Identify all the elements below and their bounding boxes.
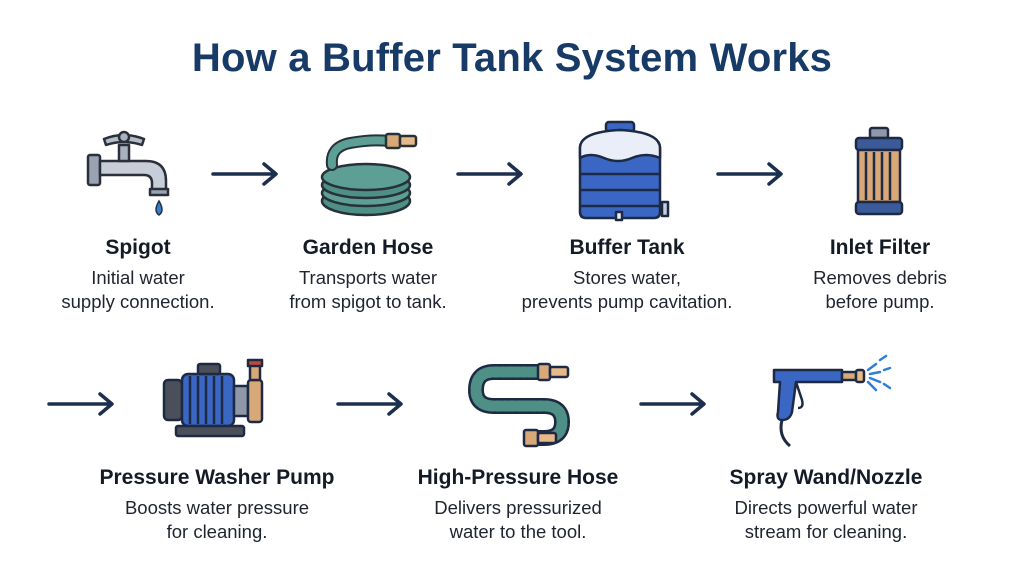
pump-icon [162, 358, 264, 438]
inlet-filter-icon [854, 126, 904, 216]
step-title: Spray Wand/Nozzle [729, 466, 923, 489]
step-desc-line: prevents pump cavitation. [521, 291, 733, 312]
step-title: Spigot [105, 236, 171, 259]
arrow-icon [456, 162, 523, 186]
step-desc-line: Transports water [298, 267, 438, 288]
arrow-icon [716, 162, 783, 186]
arrow-icon [639, 392, 706, 416]
arrow-icon [336, 392, 403, 416]
buffer-tank-icon [578, 120, 670, 222]
page-title: How a Buffer Tank System Works [191, 36, 833, 80]
step-title: Pressure Washer Pump [99, 466, 335, 489]
step-desc-line: Stores water, [573, 267, 681, 288]
step-desc-line: Boosts water pressure [124, 497, 310, 518]
step-title: Garden Hose [302, 236, 434, 259]
step-description: Boosts water pressure for cleaning. [72, 496, 362, 544]
step-description: Directs powerful water stream for cleani… [688, 496, 964, 544]
garden-hose-icon [320, 132, 418, 217]
step-desc-line: supply connection. [61, 291, 215, 312]
step-desc-line: for cleaning. [166, 521, 268, 542]
step-description: Delivers pressurized water to the tool. [378, 496, 658, 544]
step-description: Removes debris before pump. [770, 266, 990, 314]
step-title: Buffer Tank [569, 236, 685, 259]
step-title: Inlet Filter [829, 236, 931, 259]
spray-wand-icon [772, 354, 892, 448]
step-inlet-filter: Inlet Filter Removes debris before pump. [770, 236, 990, 314]
arrow-icon [47, 392, 114, 416]
step-spray-wand-nozzle: Spray Wand/Nozzle Directs powerful water… [688, 466, 964, 544]
step-desc-line: Directs powerful water [734, 497, 918, 518]
step-desc-line: Removes debris [813, 267, 947, 288]
step-desc-line: before pump. [825, 291, 935, 312]
step-desc-line: stream for cleaning. [744, 521, 908, 542]
step-spigot: Spigot Initial water supply connection. [18, 236, 258, 314]
step-desc-line: from spigot to tank. [289, 291, 447, 312]
step-desc-line: Delivers pressurized [434, 497, 602, 518]
step-title: High-Pressure Hose [417, 466, 619, 489]
step-buffer-tank: Buffer Tank Stores water, prevents pump … [487, 236, 767, 314]
step-pressure-washer-pump: Pressure Washer Pump Boosts water pressu… [72, 466, 362, 544]
arrow-icon [211, 162, 278, 186]
step-desc-line: water to the tool. [449, 521, 587, 542]
step-desc-line: Initial water [91, 267, 185, 288]
step-description: Transports water from spigot to tank. [248, 266, 488, 314]
step-high-pressure-hose: High-Pressure Hose Delivers pressurized … [378, 466, 658, 544]
step-description: Stores water, prevents pump cavitation. [487, 266, 767, 314]
spigot-icon [86, 130, 170, 216]
step-garden-hose: Garden Hose Transports water from spigot… [248, 236, 488, 314]
high-pressure-hose-icon [467, 362, 571, 448]
step-description: Initial water supply connection. [18, 266, 258, 314]
